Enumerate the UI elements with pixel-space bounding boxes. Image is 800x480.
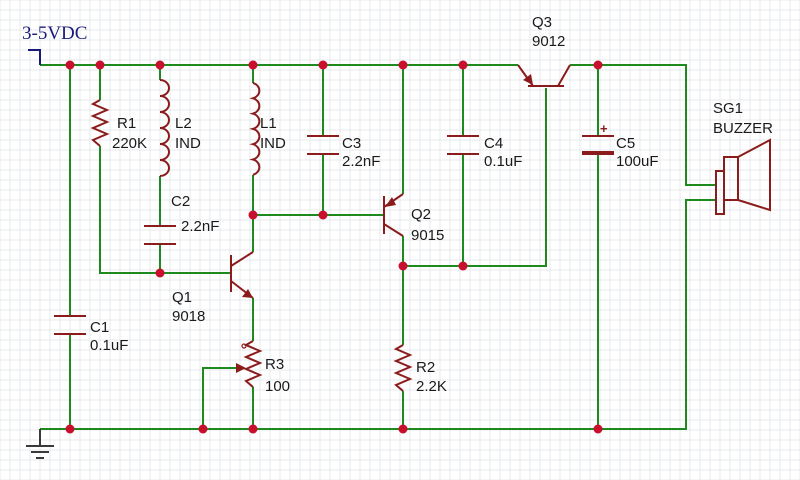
sg1-ref: SG1	[713, 100, 743, 117]
c2-value: 2.2nF	[181, 218, 219, 235]
ground-symbol	[26, 429, 54, 459]
c4-value: 0.1uF	[484, 153, 522, 170]
q3-ref: Q3	[532, 14, 552, 31]
junction-dot	[318, 210, 328, 220]
junction-dot	[155, 60, 165, 70]
q2-value: 9015	[411, 227, 444, 244]
l1-value: IND	[260, 135, 286, 152]
junction-dot	[458, 60, 468, 70]
junction-dot	[593, 60, 603, 70]
junction-dot	[318, 60, 328, 70]
junction-dot	[65, 424, 75, 434]
junction-dot	[155, 268, 165, 278]
junction-dot	[398, 261, 408, 271]
potentiometer-r3	[236, 340, 263, 388]
q2-ref: Q2	[411, 206, 431, 223]
sg1-value: BUZZER	[713, 120, 773, 137]
c3-ref: C3	[342, 135, 361, 152]
wire-r3-wiper	[202, 367, 236, 429]
wire-top-rail-right	[570, 64, 716, 186]
l2-ref: L2	[175, 115, 192, 132]
transistor-q3	[517, 64, 571, 87]
supply-label: 3-5VDC	[22, 23, 87, 44]
supply-terminal: 3-5VDC	[22, 23, 87, 65]
junction-dot	[593, 424, 603, 434]
q1-value: 9018	[172, 308, 205, 325]
junction-dot	[248, 60, 258, 70]
r3-value: 100	[265, 378, 290, 395]
wire-q3-base	[403, 88, 547, 267]
capacitor-c5	[582, 135, 614, 155]
junction-dot	[95, 60, 105, 70]
inductor-l1	[249, 82, 261, 176]
r1-ref: R1	[117, 115, 136, 132]
wires	[40, 64, 716, 430]
c1-value: 0.1uF	[90, 337, 128, 354]
c2-ref: C2	[171, 193, 190, 210]
junction-dot	[198, 424, 208, 434]
inductor-l2	[159, 79, 170, 177]
wire-ground-rail	[40, 199, 716, 430]
wire-r1	[99, 65, 230, 274]
transistor-q2	[383, 193, 404, 237]
junction-dot	[398, 424, 408, 434]
junction-dot	[248, 210, 258, 220]
resistor-r2	[393, 344, 413, 392]
resistor-r1	[90, 99, 110, 147]
q1-ref: Q1	[172, 289, 192, 306]
capacitor-c4	[447, 135, 479, 155]
junction-dot	[398, 60, 408, 70]
c1-ref: C1	[90, 319, 109, 336]
capacitor-c3	[307, 135, 339, 155]
c5-polarity-mark: +	[600, 121, 608, 136]
capacitor-c2	[144, 225, 176, 245]
transistor-q1	[230, 251, 254, 299]
l1-ref: L1	[260, 115, 277, 132]
r2-ref: R2	[416, 359, 435, 376]
c5-ref: C5	[616, 135, 635, 152]
c3-value: 2.2nF	[342, 153, 380, 170]
r1-value: 220K	[112, 135, 147, 152]
q3-value: 9012	[532, 33, 565, 50]
r2-value: 2.2K	[416, 378, 447, 395]
c5-value: 100uF	[616, 153, 659, 170]
junction-dots	[65, 60, 603, 434]
capacitor-c1	[54, 315, 86, 335]
c4-ref: C4	[484, 135, 503, 152]
junction-dot	[458, 261, 468, 271]
l2-value: IND	[175, 135, 201, 152]
junction-dot	[248, 424, 258, 434]
r3-ref: R3	[265, 356, 284, 373]
buzzer-sg1	[715, 138, 771, 215]
junction-dot	[65, 60, 75, 70]
